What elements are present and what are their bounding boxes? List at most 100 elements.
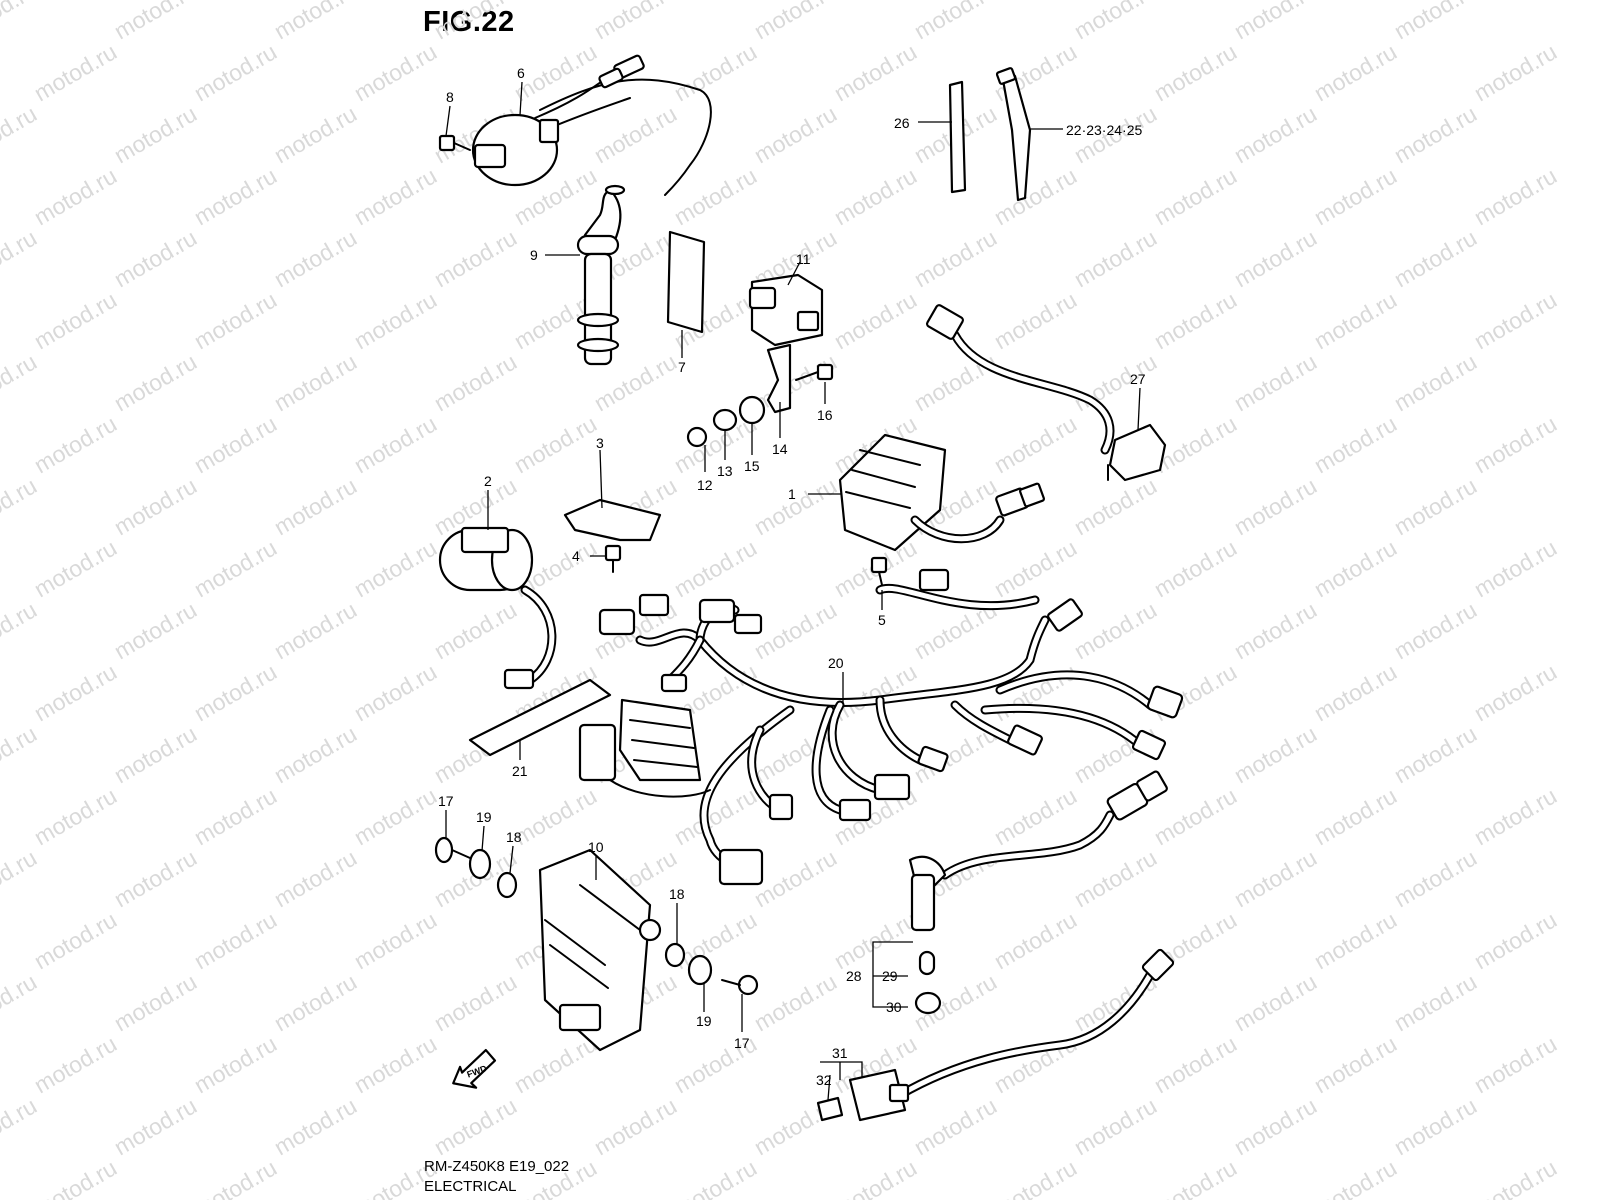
watermark-text: motod.ru — [750, 968, 842, 1036]
watermark-text: motod.ru — [190, 534, 282, 602]
watermark-text: motod.ru — [1470, 658, 1562, 726]
callout-15: 15 — [744, 458, 760, 474]
bracket-14[interactable] — [766, 343, 792, 414]
watermark-text: motod.ru — [990, 534, 1082, 602]
callout-11: 11 — [796, 251, 811, 267]
watermark-text: motod.ru — [30, 410, 122, 478]
watermark-text: motod.ru — [590, 100, 682, 168]
nut-12[interactable] — [686, 426, 708, 448]
ecu-10[interactable] — [538, 848, 662, 1052]
callout-5: 5 — [878, 612, 886, 628]
washer-13[interactable] — [712, 408, 738, 432]
watermark-text: motod.ru — [990, 906, 1082, 974]
watermark-text: motod.ru — [1390, 348, 1482, 416]
callout-21: 21 — [512, 763, 528, 779]
fuse-wire-31[interactable] — [848, 948, 1175, 1122]
watermark-text: motod.ru — [910, 1092, 1002, 1160]
spark-plug-cap-part[interactable] — [576, 184, 626, 366]
watermark-text: motod.ru — [270, 224, 362, 292]
pad-7[interactable] — [666, 230, 706, 334]
watermark-text: motod.ru — [350, 410, 442, 478]
clamp-26[interactable] — [948, 80, 967, 194]
watermark-text: motod.ru — [1470, 1154, 1562, 1200]
watermark-text: motod.ru — [1150, 162, 1242, 230]
cable-tie-part[interactable] — [1001, 74, 1032, 202]
callout-20: 20 — [828, 655, 844, 671]
bolt-8[interactable] — [438, 134, 471, 152]
callout-16: 16 — [817, 407, 833, 423]
bolt-17-upper[interactable] — [434, 836, 471, 864]
grommet-19-lower[interactable] — [687, 954, 713, 986]
watermark-text: motod.ru — [1390, 1092, 1482, 1160]
watermark-text: motod.ru — [430, 224, 522, 292]
regulator-rectifier[interactable] — [838, 433, 1046, 552]
bolt-17-lower[interactable] — [721, 974, 759, 996]
watermark-text: motod.ru — [350, 534, 442, 602]
watermark-text: motod.ru — [1230, 224, 1322, 292]
watermark-text: motod.ru — [830, 162, 922, 230]
callout-31: 31 — [832, 1045, 848, 1061]
watermark-text: motod.ru — [430, 596, 522, 664]
callout-18-lower: 18 — [669, 886, 685, 902]
condenser-2[interactable] — [438, 526, 557, 690]
watermark-text: motod.ru — [1390, 100, 1482, 168]
watermark-text: motod.ru — [1470, 782, 1562, 850]
watermark-text: motod.ru — [30, 534, 122, 602]
collar-18-lower[interactable] — [664, 942, 686, 968]
watermark-text: motod.ru — [350, 782, 442, 850]
pad-21[interactable] — [468, 678, 612, 757]
watermark-text: motod.ru — [350, 38, 442, 106]
grommet-15[interactable] — [738, 395, 766, 425]
ignition-coil-part[interactable] — [471, 54, 712, 196]
watermark-text: motod.ru — [510, 1030, 602, 1098]
watermark-text: motod.ru — [190, 1154, 282, 1200]
watermark-text: motod.ru — [1070, 224, 1162, 292]
watermark-text: motod.ru — [350, 658, 442, 726]
cap-30[interactable] — [914, 991, 942, 1015]
watermark-text: motod.ru — [670, 534, 762, 602]
grommet-19-upper[interactable] — [468, 848, 492, 880]
callout-7: 7 — [678, 359, 686, 375]
callout-14: 14 — [772, 441, 788, 457]
watermark-text: motod.ru — [270, 0, 362, 44]
callout-2: 2 — [484, 473, 492, 489]
watermark-text: motod.ru — [0, 1092, 41, 1160]
watermark-text: motod.ru — [1230, 0, 1322, 44]
watermark-text: motod.ru — [590, 0, 682, 44]
watermark-text: motod.ru — [30, 38, 122, 106]
watermark-text: motod.ru — [430, 348, 522, 416]
watermark-text: motod.ru — [0, 844, 41, 912]
watermark-text: motod.ru — [0, 348, 41, 416]
watermark-text: motod.ru — [1470, 906, 1562, 974]
section-title: ELECTRICAL — [424, 1178, 517, 1195]
fuse-32[interactable] — [816, 1096, 844, 1122]
collar-18-upper[interactable] — [496, 871, 518, 899]
ignition-lead-part[interactable] — [908, 770, 1168, 932]
watermark-text: motod.ru — [270, 844, 362, 912]
bolt-4[interactable] — [604, 544, 622, 573]
bolt-16[interactable] — [795, 363, 834, 381]
wiring-harness-20[interactable] — [578, 568, 1184, 886]
relay-part[interactable] — [748, 273, 824, 347]
bolt-5[interactable] — [870, 556, 888, 586]
watermark-text: motod.ru — [110, 472, 202, 540]
watermark-text: motod.ru — [110, 100, 202, 168]
watermark-text: motod.ru — [430, 1092, 522, 1160]
sensor-27[interactable] — [926, 304, 1167, 482]
watermark-text: motod.ru — [0, 100, 41, 168]
watermark-text: motod.ru — [430, 0, 522, 44]
watermark-text: motod.ru — [190, 1030, 282, 1098]
forward-arrow-icon: FWD — [452, 1048, 497, 1089]
watermark-text: motod.ru — [750, 0, 842, 44]
callout-13: 13 — [717, 463, 733, 479]
watermark-text: motod.ru — [30, 782, 122, 850]
watermark-text: motod.ru — [1230, 348, 1322, 416]
watermark-text: motod.ru — [1230, 844, 1322, 912]
bracket-3[interactable] — [563, 498, 662, 542]
watermark-text: motod.ru — [1070, 0, 1162, 44]
bulb-29[interactable] — [918, 950, 936, 976]
watermark-text: motod.ru — [270, 472, 362, 540]
watermark-text: motod.ru — [1070, 596, 1162, 664]
watermark-text: motod.ru — [110, 1092, 202, 1160]
